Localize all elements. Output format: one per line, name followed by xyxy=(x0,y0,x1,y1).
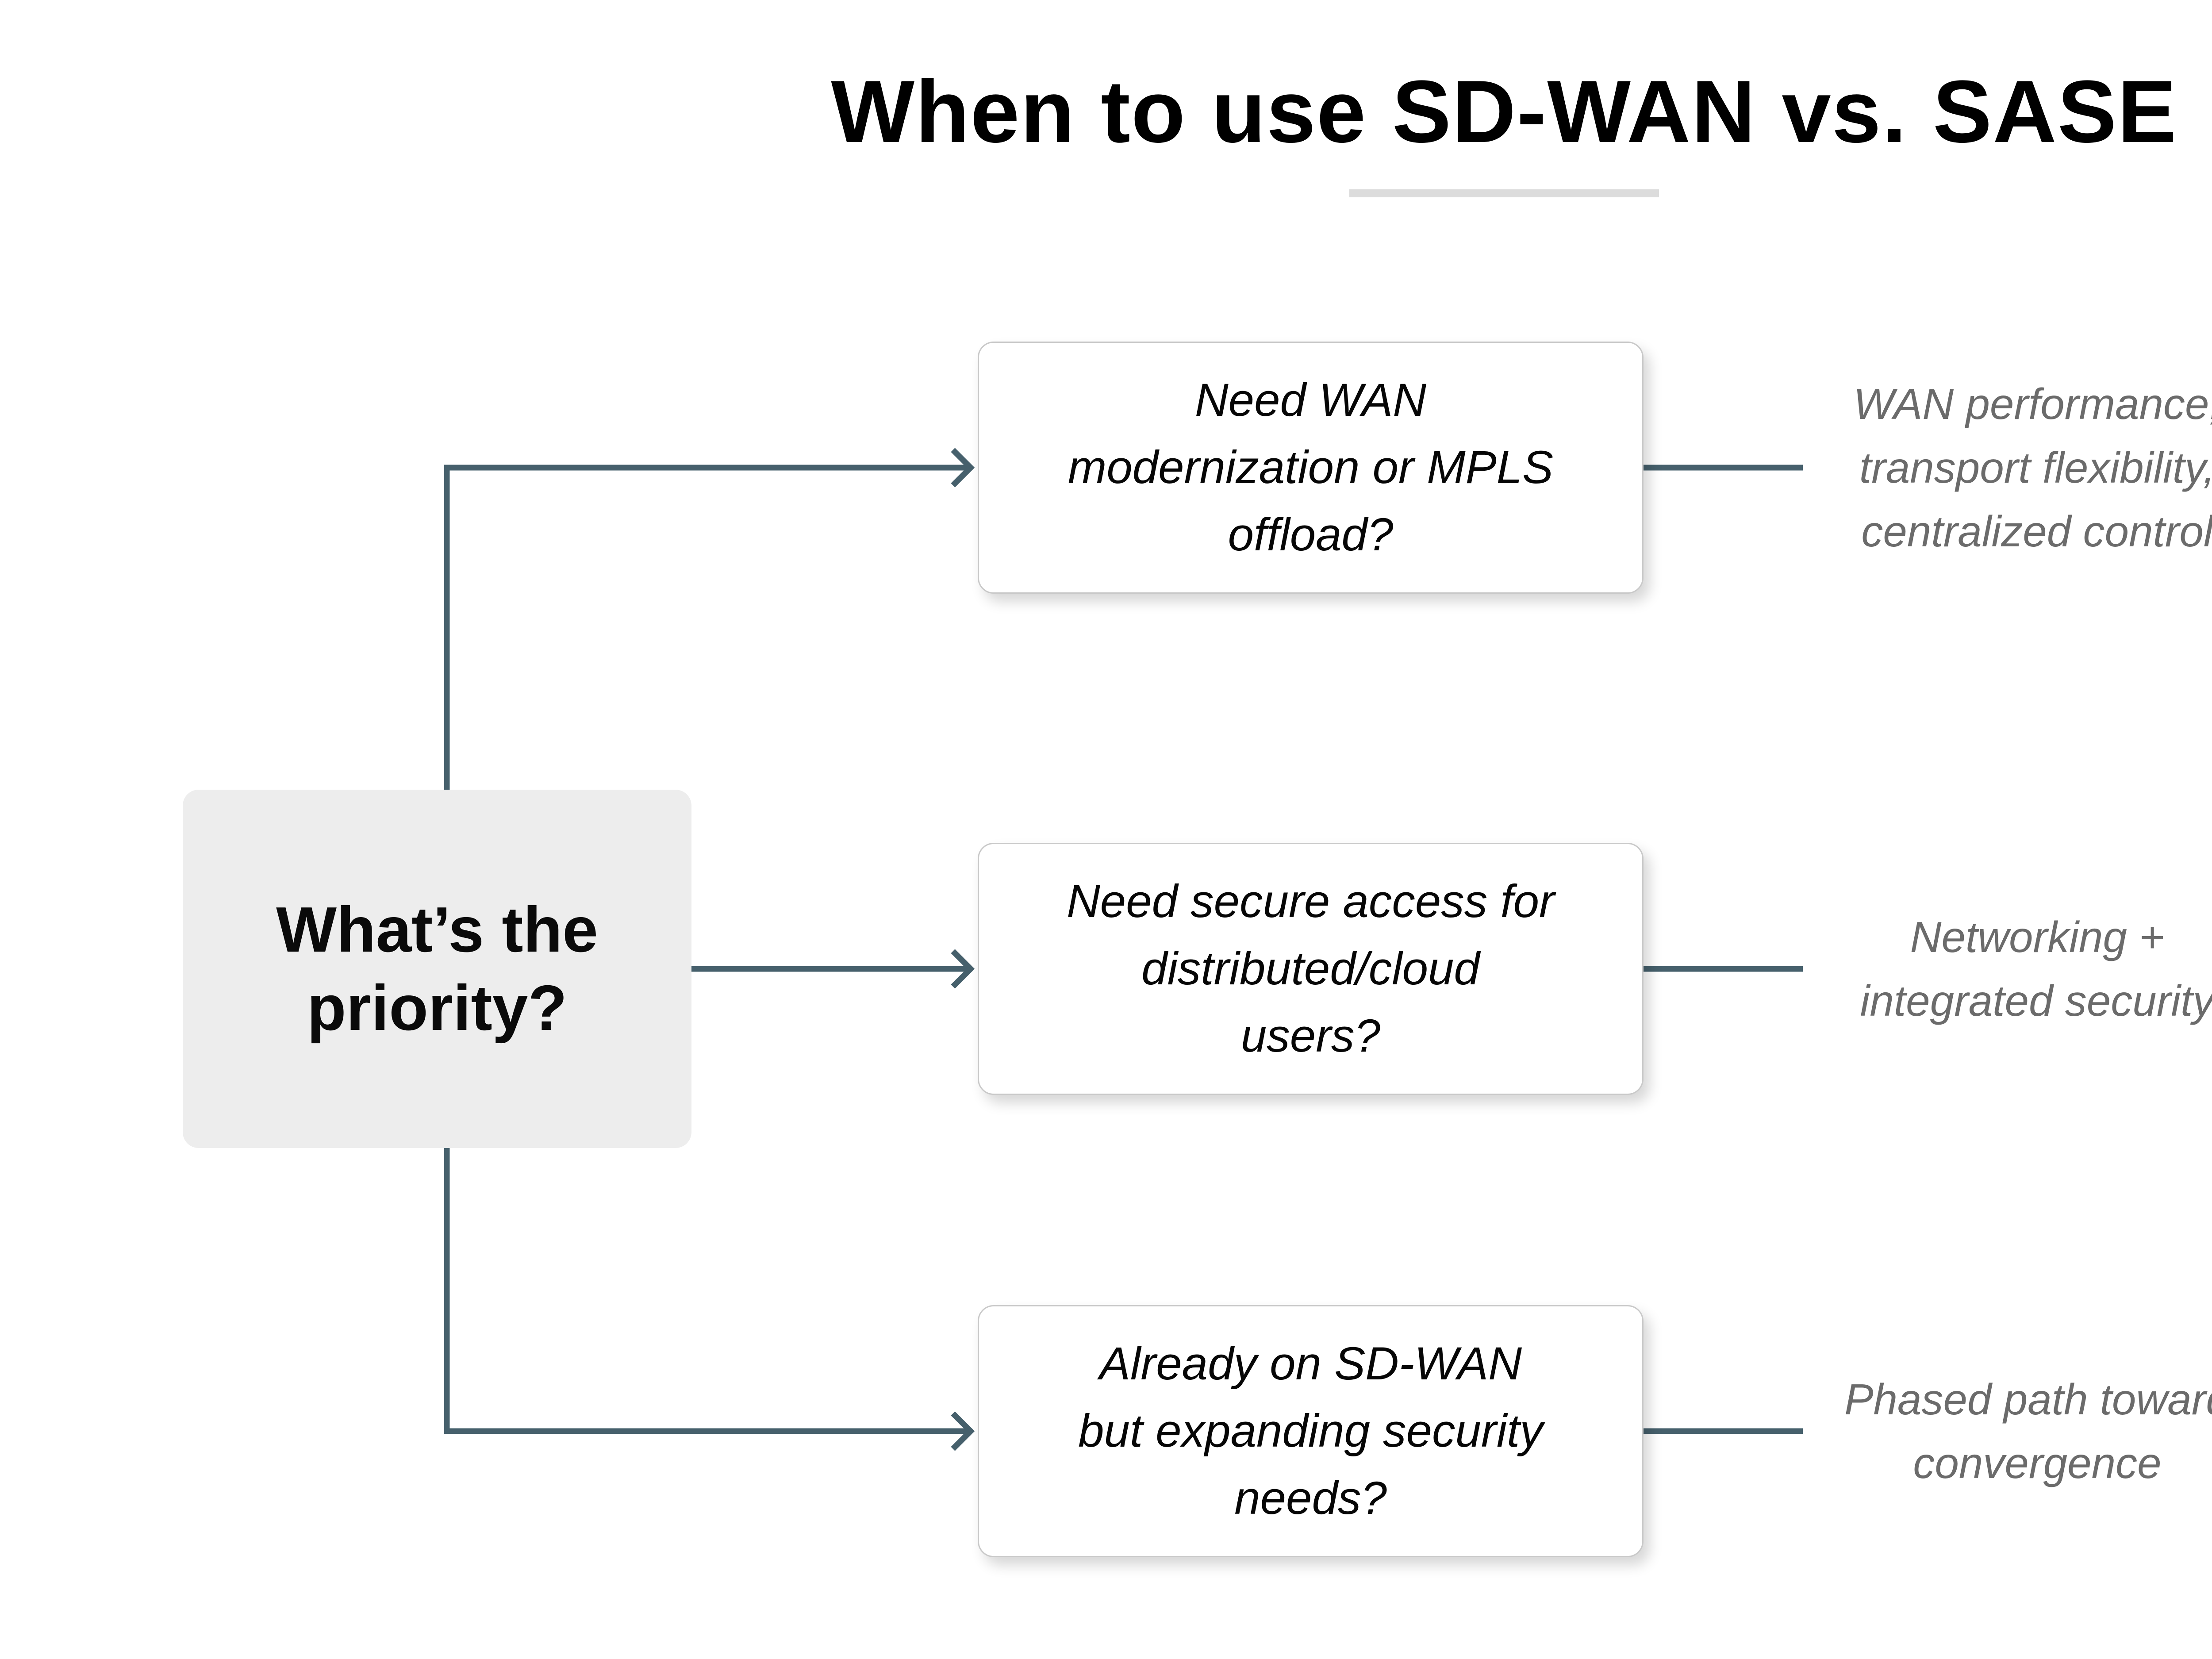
question-box-wan-modernization: Need WAN modernization or MPLS offload? xyxy=(978,342,1644,594)
criteria-text-sdwan: WAN performance, transport flexibility, … xyxy=(1853,379,2212,556)
page-title: When to use SD-WAN vs. SASE xyxy=(831,62,2177,161)
criteria-text-sase: Networking + integrated security xyxy=(1860,912,2212,1025)
arrowhead-row3-question xyxy=(951,1411,975,1451)
connector-branch-bottom xyxy=(444,1148,967,1434)
criteria-text-extend-sase: Phased path toward convergence xyxy=(1844,1375,2212,1487)
arrowhead-row1-question xyxy=(951,448,975,488)
connector-branch-top xyxy=(444,465,967,790)
question-box-expanding-security: Already on SD-WAN but expanding security… xyxy=(978,1305,1644,1557)
title-divider xyxy=(1349,189,1659,197)
decision-box: What’s the priority? xyxy=(183,790,691,1148)
question-box-secure-access: Need secure access for distributed/cloud… xyxy=(978,843,1644,1095)
arrowhead-row2-question xyxy=(951,949,975,989)
